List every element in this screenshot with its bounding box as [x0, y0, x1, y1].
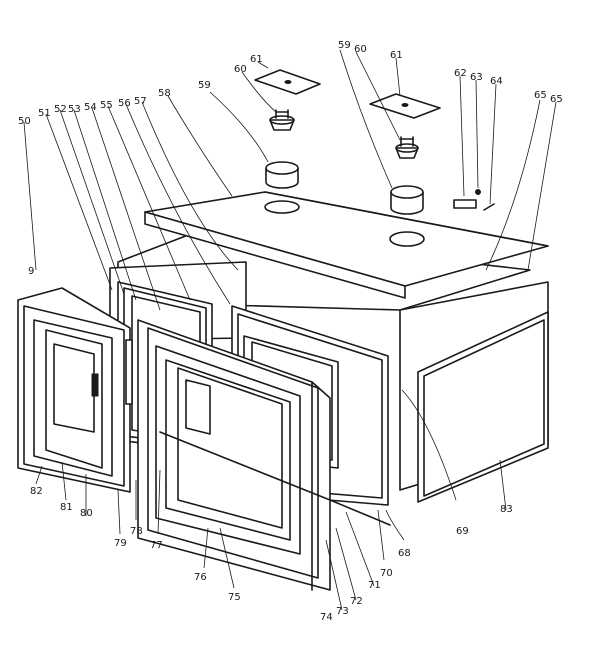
callout-79: 79	[114, 538, 127, 549]
callout-78: 78	[130, 526, 143, 537]
small-hinge-parts	[453, 189, 495, 211]
callout-72: 72	[350, 596, 363, 607]
callout-61-right: 61	[390, 50, 403, 61]
bracket-right	[369, 93, 441, 119]
callout-62: 62	[454, 68, 467, 79]
callout-68: 68	[398, 548, 411, 559]
callout-75: 75	[228, 592, 241, 603]
callout-74: 74	[320, 612, 333, 623]
callout-59-left: 59	[198, 80, 211, 91]
callout-81: 81	[60, 502, 73, 513]
flue-collar-left	[265, 161, 299, 189]
callout-52: 52	[54, 104, 67, 115]
callout-64: 64	[490, 76, 503, 87]
callout-51: 51	[38, 108, 51, 119]
leader-lines	[23, 49, 557, 611]
flue-collar-right	[390, 185, 424, 215]
callout-56: 56	[118, 98, 131, 109]
callout-53: 53	[68, 104, 81, 115]
callout-80: 80	[80, 508, 93, 519]
callout-58: 58	[158, 88, 171, 99]
callout-69: 69	[456, 526, 469, 537]
callout-60-right: 60	[354, 44, 367, 55]
callout-9: 9	[28, 266, 34, 277]
callout-76: 76	[194, 572, 207, 583]
top-panel	[144, 191, 549, 299]
left-door	[17, 287, 133, 493]
callout-54: 54	[84, 102, 97, 113]
callout-65-b: 65	[550, 94, 563, 105]
callout-70: 70	[380, 568, 393, 579]
callout-61-left: 61	[250, 54, 263, 65]
callout-labels: 50 51 52 53 54 55 56 57 58 59 60 61 59 6…	[18, 40, 563, 623]
callout-55: 55	[100, 100, 113, 111]
callout-77: 77	[150, 540, 163, 551]
flue-hole-left	[264, 200, 300, 214]
flue-hole-right	[389, 231, 425, 247]
right-side-panel	[417, 311, 549, 503]
callout-60-left: 60	[234, 64, 247, 75]
callout-57: 57	[134, 96, 147, 107]
main-door-frame	[137, 319, 391, 591]
callout-50: 50	[18, 116, 31, 127]
callout-63: 63	[470, 72, 483, 83]
callout-71: 71	[368, 580, 381, 591]
callout-59-right: 59	[338, 40, 351, 51]
callout-83: 83	[500, 504, 513, 515]
callout-82: 82	[30, 486, 43, 497]
damper-right	[395, 136, 419, 159]
damper-left	[269, 109, 295, 131]
door-handle	[91, 373, 99, 397]
callout-73: 73	[336, 606, 349, 617]
bracket-left	[254, 69, 321, 95]
callout-65-a: 65	[534, 90, 547, 101]
